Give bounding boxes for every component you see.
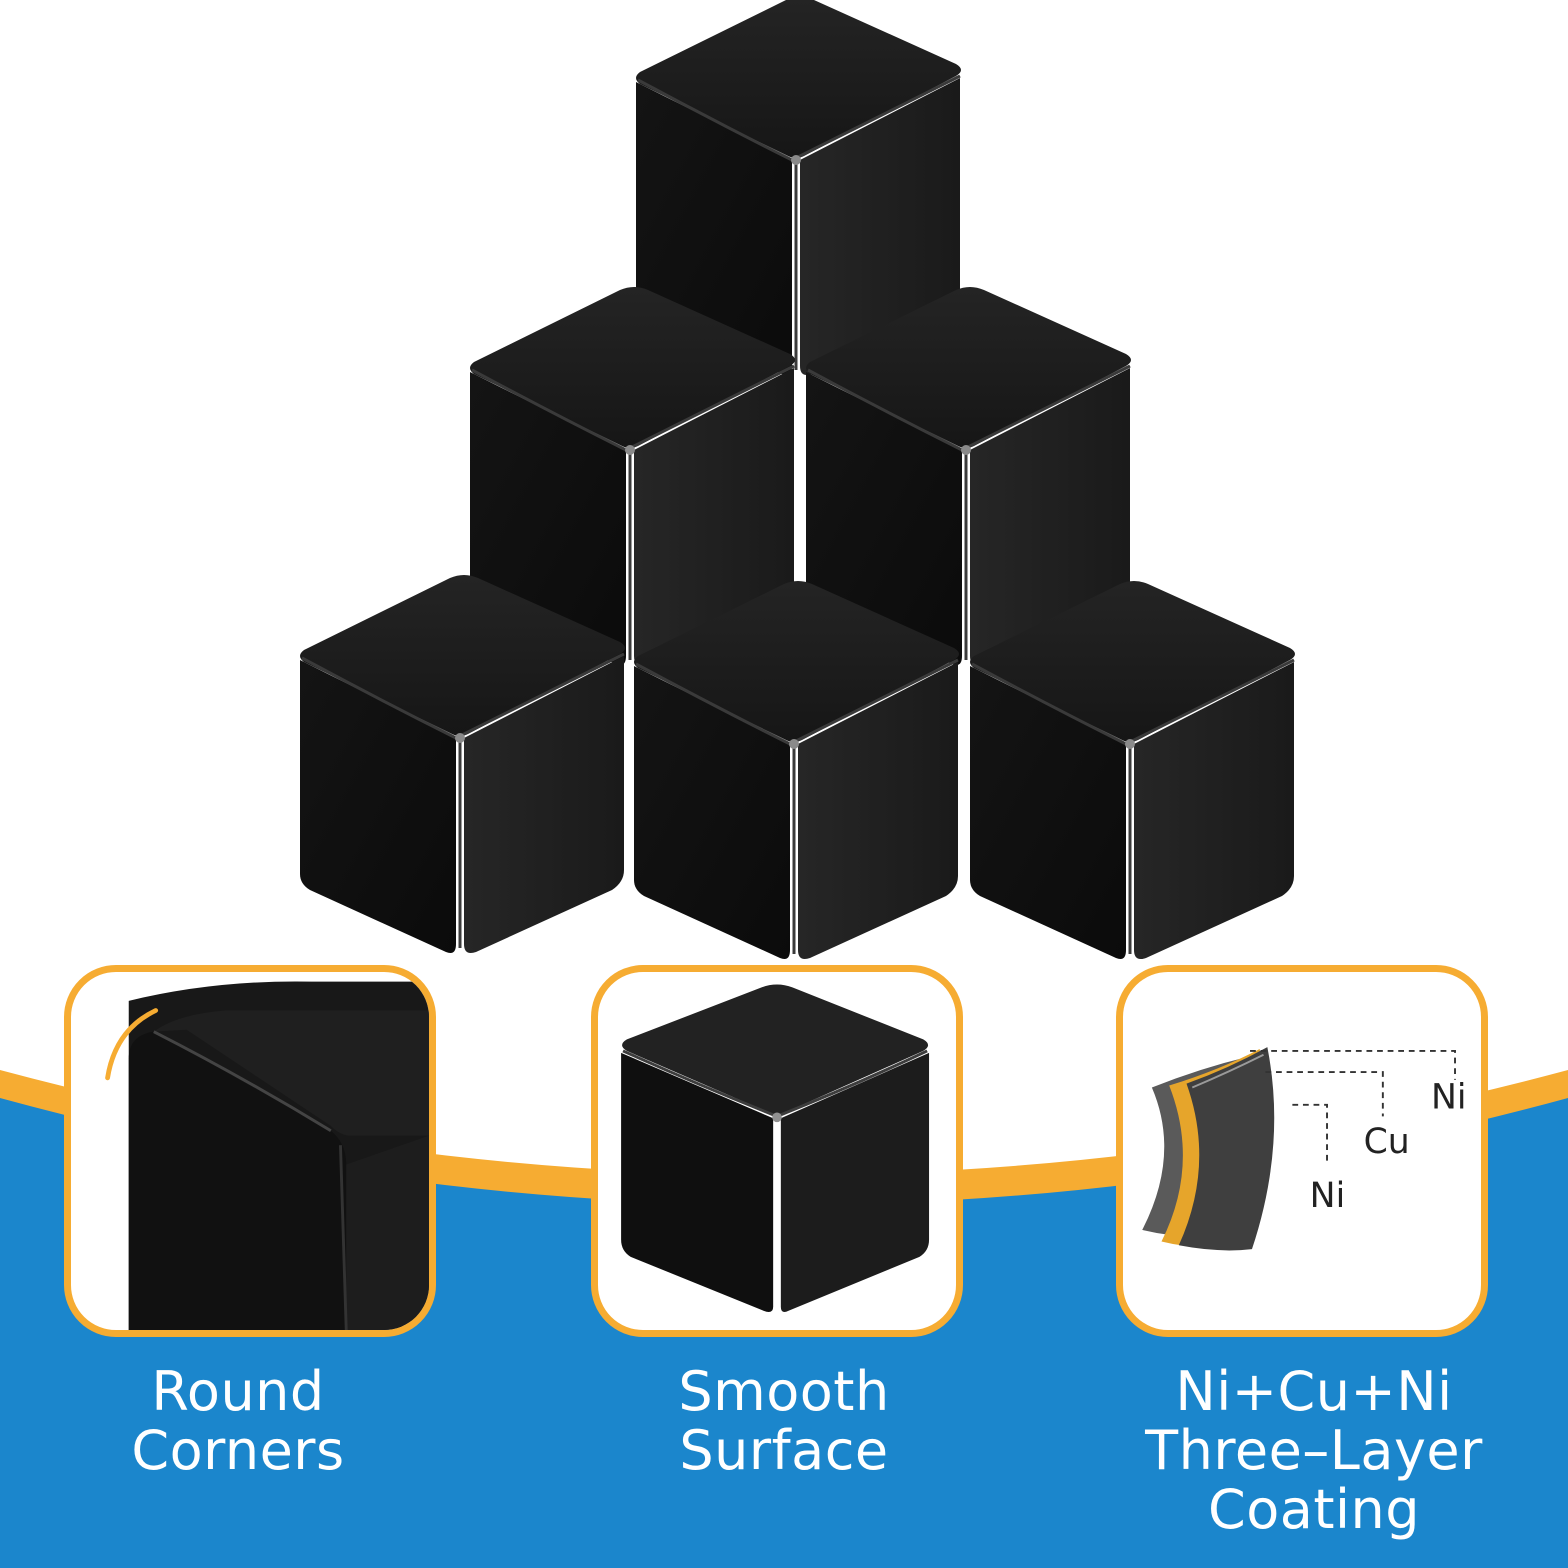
feature-label-line: Ni+Cu+Ni — [1175, 1360, 1453, 1423]
layer-label-inner-ni: Ni — [1310, 1176, 1346, 1216]
cube-pyramid — [298, 0, 1297, 961]
feature-label-smooth-surface: Smooth Surface — [574, 1362, 994, 1480]
rounded-corner-icon — [105, 981, 429, 1330]
feature-label-line: Coating — [1207, 1478, 1420, 1541]
feature-card-round-corners — [64, 965, 436, 1337]
cube-bottom-right — [968, 579, 1297, 961]
feature-label-line: Three–Layer — [1145, 1419, 1483, 1482]
feature-label-line: Corners — [131, 1419, 345, 1482]
feature-label-round-corners: Round Corners — [28, 1362, 448, 1480]
layer-label-outer-ni: Ni — [1431, 1078, 1467, 1118]
feature-card-coating: Ni Cu Ni — [1116, 965, 1488, 1337]
cube-bottom-center — [632, 579, 961, 961]
feature-label-line: Round — [151, 1360, 325, 1423]
layer-label-cu: Cu — [1364, 1122, 1410, 1162]
feature-label-line: Surface — [679, 1419, 889, 1482]
layer-diagram-icon: Ni Cu Ni — [1142, 1047, 1467, 1251]
feature-label-coating: Ni+Cu+Ni Three–Layer Coating — [1104, 1362, 1524, 1539]
single-cube-icon — [621, 984, 930, 1313]
feature-card-smooth-surface — [591, 965, 963, 1337]
feature-label-line: Smooth — [678, 1360, 890, 1423]
cube-bottom-left — [298, 573, 627, 955]
